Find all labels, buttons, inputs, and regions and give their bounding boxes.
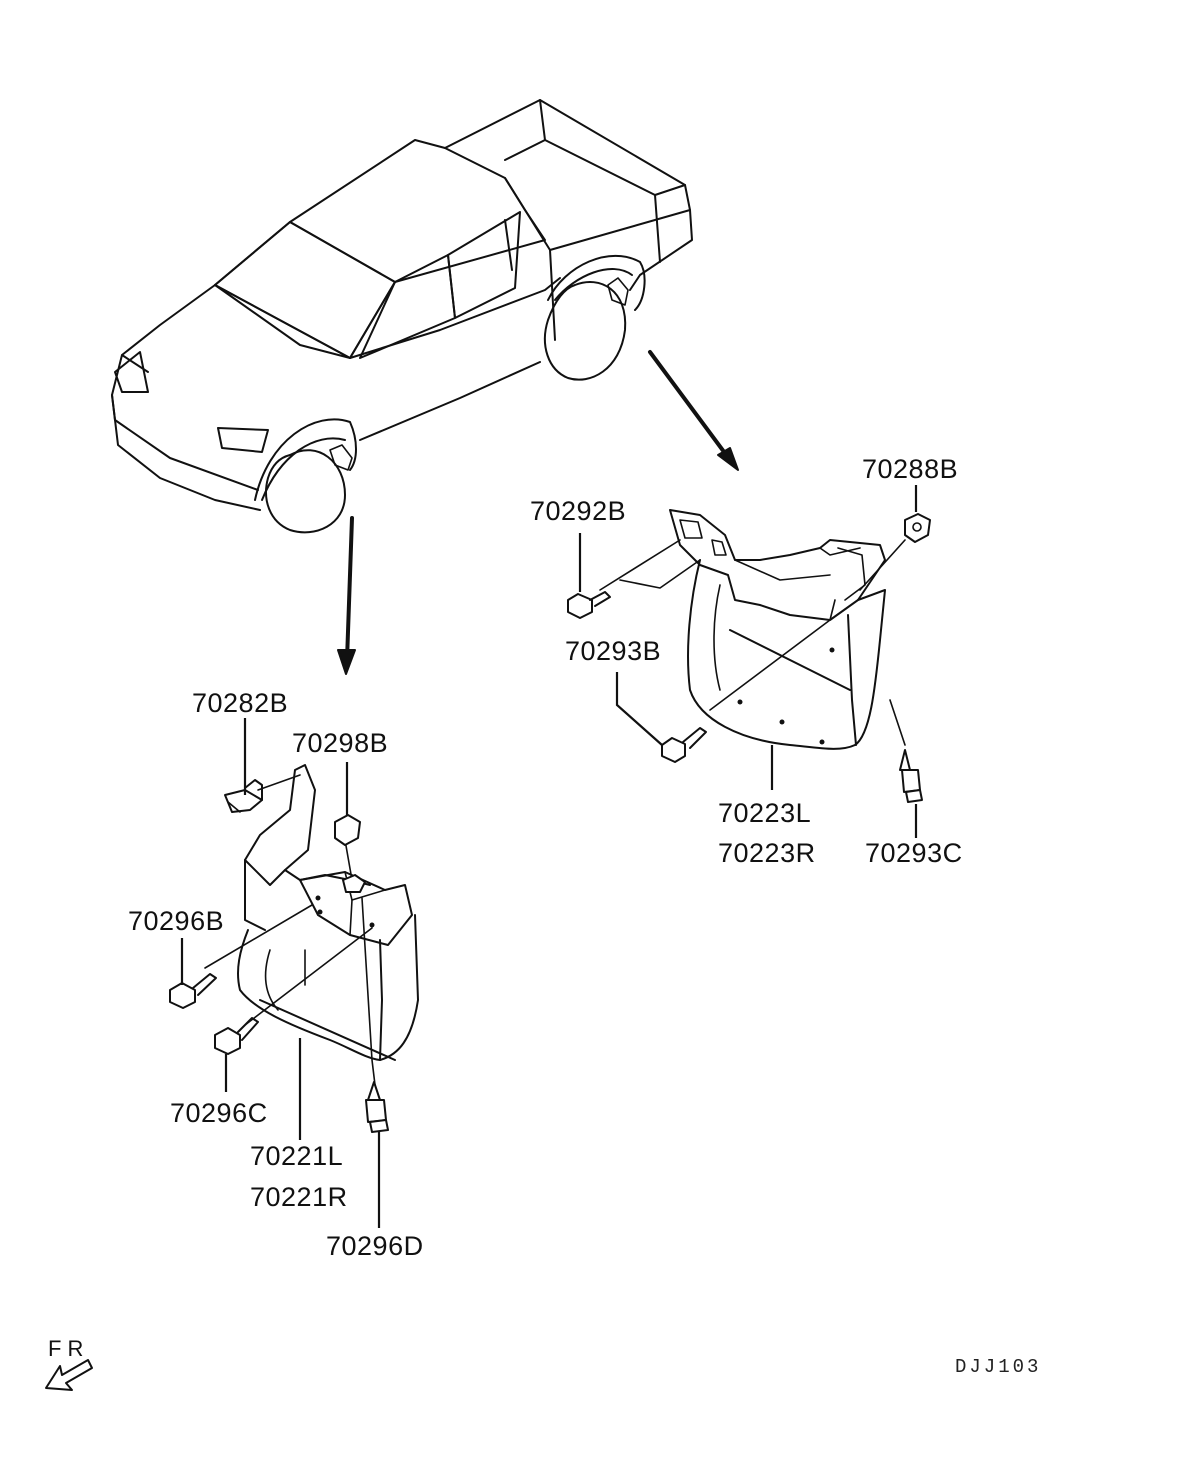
arrow-to-front-mudguard	[345, 516, 354, 662]
label-70296D: 70296D	[326, 1231, 424, 1261]
arrow-to-rear-mudguard	[648, 350, 732, 462]
bolt-70296B-icon	[169, 973, 217, 1009]
label-70296C: 70296C	[170, 1098, 268, 1128]
fr-label: FR	[48, 1336, 89, 1361]
bolt-70293B-icon	[661, 727, 707, 763]
bolt-70292B-icon	[567, 591, 611, 619]
label-70282B: 70282B	[192, 688, 288, 718]
nut-70288B-icon	[904, 513, 931, 543]
rear-leader-lines	[578, 485, 918, 838]
part-labels: 70288B 70292B 70293B 70223L 70223R 70293…	[128, 454, 1041, 1378]
label-70223R: 70223R	[718, 838, 816, 868]
label-70293B: 70293B	[565, 636, 661, 666]
front-leader-lines	[180, 718, 381, 1228]
front-mudguard-assembly	[204, 764, 419, 1086]
pickup-truck-illustration	[111, 99, 693, 534]
label-70292B: 70292B	[530, 496, 626, 526]
label-70296B: 70296B	[128, 906, 224, 936]
screw-70296D-icon	[365, 1081, 389, 1133]
label-70223L: 70223L	[718, 798, 811, 828]
label-70298B: 70298B	[292, 728, 388, 758]
diagram-code: DJJ103	[955, 1356, 1041, 1378]
front-direction-indicator: FR	[45, 1336, 93, 1391]
clip-70282B-icon	[224, 779, 263, 813]
label-70288B: 70288B	[862, 454, 958, 484]
bolt-70296C-icon	[214, 1017, 259, 1055]
label-70293C: 70293C	[865, 838, 963, 868]
fr-arrow-icon	[45, 1359, 93, 1391]
label-70221L: 70221L	[250, 1141, 343, 1171]
screw-70293C-icon	[899, 749, 923, 803]
label-70221R: 70221R	[250, 1182, 348, 1212]
rear-mudguard-assembly	[599, 509, 906, 750]
pointer-arrows	[337, 350, 739, 675]
nut-70298B-icon	[334, 814, 366, 893]
